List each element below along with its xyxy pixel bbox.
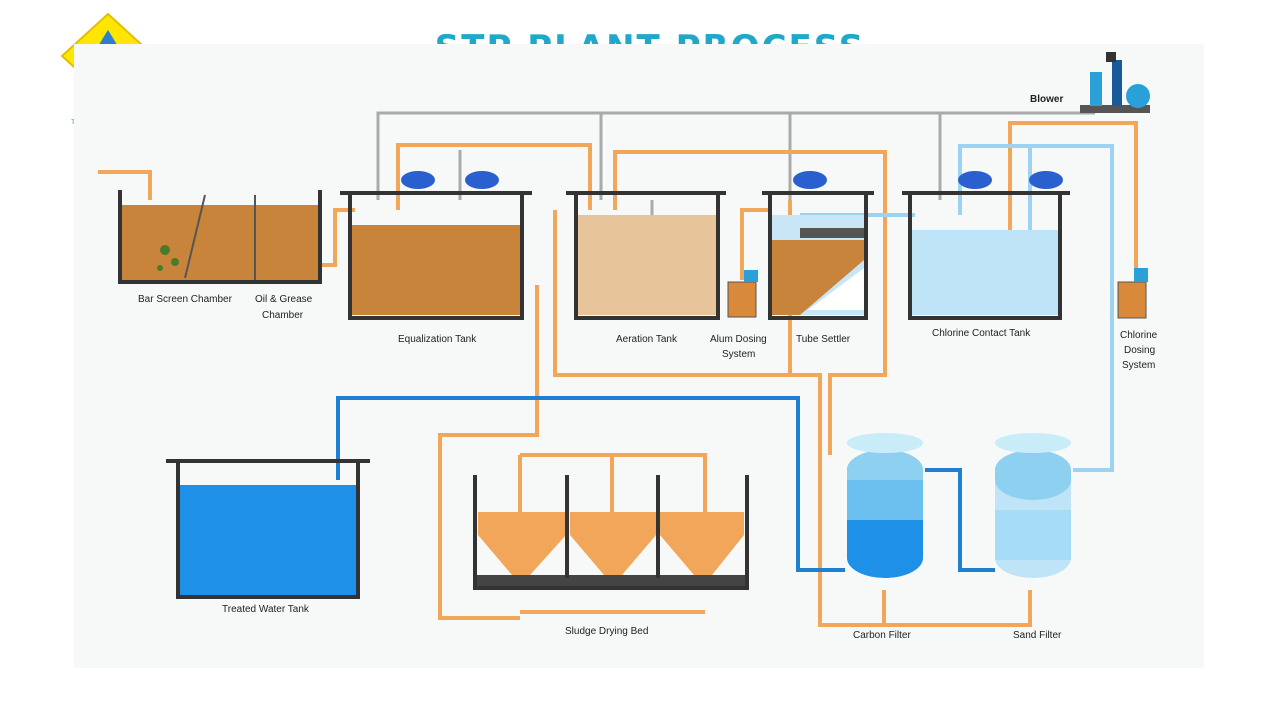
label-carbon-filter: Carbon Filter: [853, 630, 911, 641]
label-sludge-bed: Sludge Drying Bed: [565, 626, 648, 637]
alum-dosing-system: [727, 270, 758, 318]
label-bar-screen: Bar Screen Chamber: [138, 294, 233, 305]
sludge-pipes: [98, 121, 1138, 627]
bar-screen-chamber: [118, 190, 322, 284]
treated-water-pipes: [336, 396, 995, 572]
chlorine-contact-tank: [902, 191, 1070, 320]
label-aeration: Aeration Tank: [616, 334, 678, 345]
label-chlorine-dosing-2: Dosing: [1124, 345, 1155, 356]
label-blower: Blower: [1030, 94, 1063, 105]
carbon-filter: [847, 433, 923, 578]
label-treated-water: Treated Water Tank: [222, 604, 310, 615]
label-tube-settler: Tube Settler: [796, 334, 851, 345]
treated-water-tank: [166, 459, 370, 599]
label-alum-2: System: [722, 349, 755, 360]
label-alum-1: Alum Dosing: [710, 334, 767, 345]
aeration-tank: [566, 191, 726, 320]
label-oil-grease-1: Oil & Grease: [255, 294, 313, 305]
pump-icons: [401, 171, 1063, 189]
sludge-drying-bed: [473, 475, 749, 590]
equalization-tank: [340, 191, 532, 320]
tube-settler: [762, 191, 874, 320]
label-chlorine-dosing-3: System: [1122, 360, 1155, 371]
label-chlorine-dosing-1: Chlorine: [1120, 330, 1158, 341]
label-sand-filter: Sand Filter: [1013, 630, 1062, 641]
label-equalization: Equalization Tank: [398, 334, 477, 345]
chlorine-dosing-system: [1117, 268, 1148, 319]
sand-filter: [995, 433, 1071, 578]
blower-icon: [1080, 52, 1150, 113]
label-oil-grease-2: Chamber: [262, 310, 304, 321]
label-chlorine-contact: Chlorine Contact Tank: [932, 328, 1031, 339]
